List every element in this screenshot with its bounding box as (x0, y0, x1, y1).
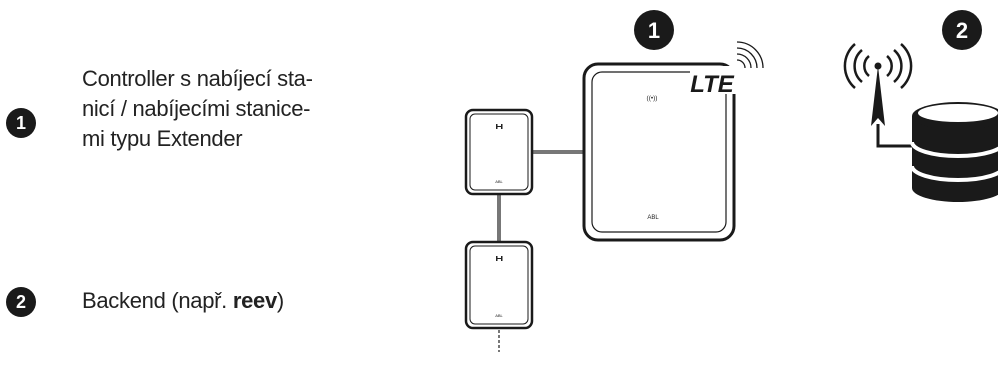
diagram-badge-1-label: 1 (648, 18, 660, 43)
diagram-badge-2-label: 2 (956, 18, 968, 43)
lte-signal: LTE (690, 41, 764, 98)
extender-1-brand-label: ABL (495, 179, 503, 184)
lte-wave-icon (736, 41, 764, 69)
legend-item-2-text: Backend (např. reev) (82, 286, 284, 316)
diagram-badge-1: 1 (634, 10, 674, 50)
lte-label: LTE (690, 71, 735, 98)
antenna-tower-icon (843, 43, 916, 148)
legend-item-2-suffix: ) (276, 288, 284, 313)
extender-2-brand-label: ABL (495, 313, 503, 318)
legend-item-2-prefix: Backend (např. (82, 288, 233, 313)
legend-number-1: 1 (6, 108, 36, 138)
legend-number-2: 2 (6, 287, 36, 317)
controller-charging-station: ((•)) ABL (582, 62, 736, 242)
legend-item-1-line-3: mi typu Extender (82, 126, 243, 151)
legend-item-1-text: Controller s nabíjecí sta- nicí / nabíje… (82, 64, 313, 154)
extender-station-2: ABL (464, 240, 534, 330)
legend-item-1-line-1: Controller s nabíjecí sta- (82, 66, 313, 91)
legend-item-2-bold: reev (232, 288, 277, 313)
legend-item-1-line-2: nicí / nabíjecími stanice- (82, 96, 311, 121)
extender-station-1: ABL (464, 108, 534, 196)
controller-brand-label: ABL (647, 215, 659, 221)
diagram-badge-2: 2 (942, 10, 982, 50)
controller-rfid-symbol: ((•)) (647, 95, 658, 102)
database-icon (910, 102, 998, 202)
